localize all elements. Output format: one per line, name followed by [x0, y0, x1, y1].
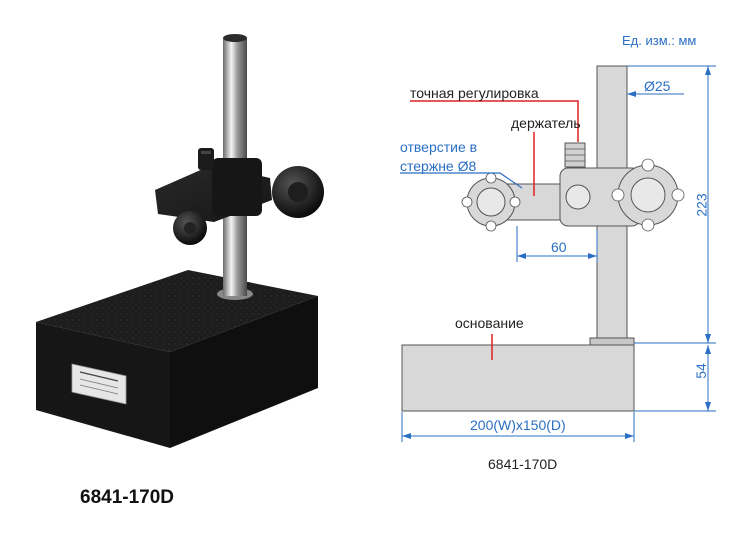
- dim-base-size: [401, 412, 635, 442]
- dim-base-height-value: 54: [692, 363, 709, 379]
- big-knob-center: [288, 182, 308, 202]
- product-model-caption: 6841-170D: [80, 487, 175, 508]
- drawing-base: [401, 344, 635, 412]
- base-label-plate: [71, 363, 127, 405]
- column-top-cap: [223, 34, 247, 42]
- small-knob-center: [184, 222, 196, 234]
- dim-height-value: 223: [693, 193, 710, 217]
- label-holder: держатель: [511, 115, 581, 131]
- plate-text-line: [79, 371, 119, 382]
- dim-arm-reach: [516, 226, 598, 262]
- units-label: Ед. изм.: мм: [622, 33, 697, 48]
- callout-fine-adjustment: [410, 100, 579, 142]
- drawing-clamp-hole: [565, 184, 591, 210]
- dim-column-diameter: [627, 91, 684, 97]
- plate-text-line: [79, 378, 119, 389]
- drawing-left-knob: [461, 172, 521, 232]
- label-rod-hole-line2: стержне Ø8: [400, 158, 477, 174]
- product-photo: [36, 34, 324, 448]
- dim-base-height: [634, 345, 716, 412]
- drawing-right-knob: [611, 158, 685, 232]
- plate-text-line: [79, 384, 119, 395]
- dim-column-diameter-value: Ø25: [644, 78, 671, 94]
- granite-base-side: [170, 296, 318, 448]
- label-fine-adjustment: точная регулировка: [410, 85, 539, 101]
- screw-ridge: [201, 151, 211, 154]
- label-base: основание: [455, 315, 524, 331]
- dim-height: [627, 65, 716, 344]
- label-rod-hole-line1: отверстие в: [400, 139, 478, 155]
- holder-clamp-block: [212, 158, 262, 216]
- callout-rod-hole: [400, 172, 523, 189]
- dim-base-size-value: 200(W)x150(D): [470, 417, 566, 433]
- dim-arm-reach-value: 60: [551, 239, 567, 255]
- drawing-model-caption: 6841-170D: [488, 456, 558, 472]
